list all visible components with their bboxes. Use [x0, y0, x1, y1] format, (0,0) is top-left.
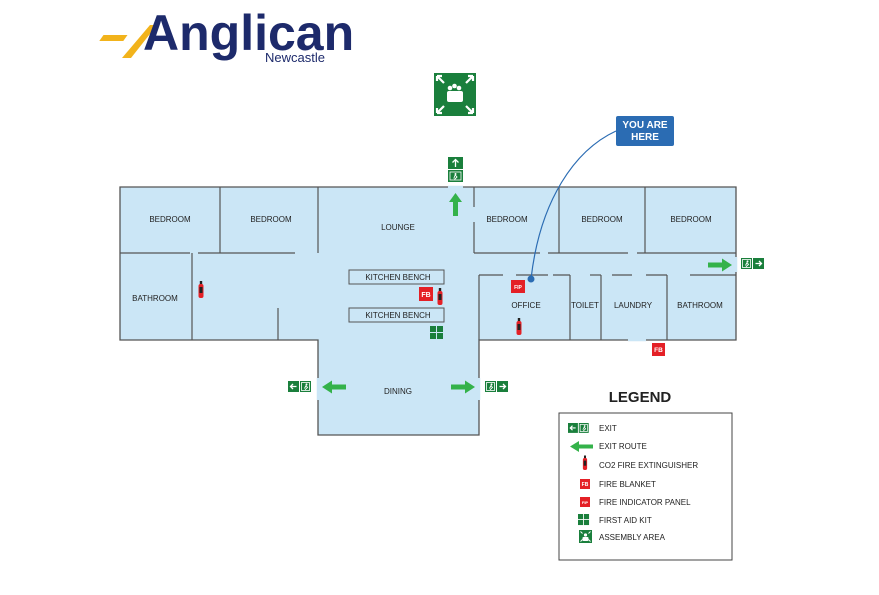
exit-sign-icon: [287, 380, 312, 393]
you-are-here-line-1: YOU ARE: [622, 120, 668, 131]
anglican-logo: Anglican Newcastle: [99, 5, 354, 65]
room-label-toilet: TOILET: [571, 301, 599, 310]
fire-indicator-panel-icon: FIP: [511, 280, 525, 293]
exit-sign-icon: [484, 380, 509, 393]
legend-item: EXIT: [567, 422, 617, 434]
room-label-bedroom: BEDROOM: [670, 215, 712, 224]
you-are-here-pointer: [530, 130, 617, 280]
exit-sign-icon: [448, 157, 463, 182]
legend-label: FIRE BLANKET: [599, 480, 656, 489]
room-label-lounge: LOUNGE: [381, 223, 415, 232]
exit-route-arrow-icon: [449, 193, 462, 216]
exit-route-arrow-icon: [708, 258, 732, 272]
legend-item: FIRST AID KIT: [578, 514, 652, 526]
you-are-here-callout: YOU ARE HERE: [616, 116, 674, 146]
fire-blanket-icon: FB: [580, 479, 590, 489]
assembly-area-icon: [434, 73, 476, 116]
you-are-here-line-2: HERE: [631, 132, 659, 143]
interior-walls: [120, 187, 736, 340]
room-label-bedroom: BEDROOM: [149, 215, 191, 224]
door-openings: [316, 185, 738, 400]
legend-label: CO2 FIRE EXTINGUISHER: [599, 461, 698, 470]
legend-label: FIRE INDICATOR PANEL: [599, 498, 691, 507]
logo-cross-mark: [122, 25, 157, 58]
room-label-office: OFFICE: [511, 301, 540, 310]
exit-route-arrow-icon: [322, 380, 346, 394]
legend-item: FB FIRE BLANKET: [580, 479, 656, 489]
fire-indicator-panel-label: FIP: [582, 500, 589, 505]
fire-indicator-panel-label: FIP: [514, 285, 522, 291]
exit-route-arrow-icon: [570, 441, 593, 452]
room-label-kitchen-bench: KITCHEN BENCH: [365, 311, 431, 320]
logo-subtitle: Newcastle: [265, 50, 325, 65]
room-label-bathroom: BATHROOM: [132, 294, 178, 303]
room-label-bathroom: BATHROOM: [677, 301, 723, 310]
fire-indicator-panel-icon: FIP: [580, 497, 590, 507]
exit-sign-icon: [740, 257, 765, 270]
logo-wordmark: Anglican: [143, 5, 354, 61]
room-label-laundry: LAUNDRY: [614, 301, 653, 310]
legend-label: FIRST AID KIT: [599, 516, 652, 525]
room-label-bedroom: BEDROOM: [486, 215, 528, 224]
room-label-dining: DINING: [384, 387, 412, 396]
fire-blanket-icon: FB: [419, 287, 433, 301]
assembly-area-icon: [579, 530, 592, 543]
legend-title: LEGEND: [609, 389, 672, 406]
fire-blanket-label: FB: [654, 347, 663, 354]
exit-route-arrow-icon: [451, 380, 475, 394]
legend-label: EXIT ROUTE: [599, 442, 647, 451]
fire-blanket-label: FB: [421, 292, 430, 299]
legend-item: CO2 FIRE EXTINGUISHER: [582, 455, 698, 470]
you-are-here-dot: [527, 275, 535, 283]
room-label-kitchen-bench: KITCHEN BENCH: [365, 273, 431, 282]
kitchen-bench: [348, 307, 445, 323]
legend-item: ASSEMBLY AREA: [579, 530, 666, 543]
kitchen-bench: [348, 269, 445, 285]
legend-label: ASSEMBLY AREA: [599, 533, 666, 542]
fire-blanket-label: FB: [582, 482, 589, 488]
legend-label: EXIT: [599, 424, 617, 433]
room-label-bedroom: BEDROOM: [250, 215, 292, 224]
legend-item: FIP FIRE INDICATOR PANEL: [580, 497, 691, 507]
room-label-bedroom: BEDROOM: [581, 215, 623, 224]
legend-item: EXIT ROUTE: [570, 441, 647, 452]
fire-blanket-icon: FB: [652, 343, 665, 356]
